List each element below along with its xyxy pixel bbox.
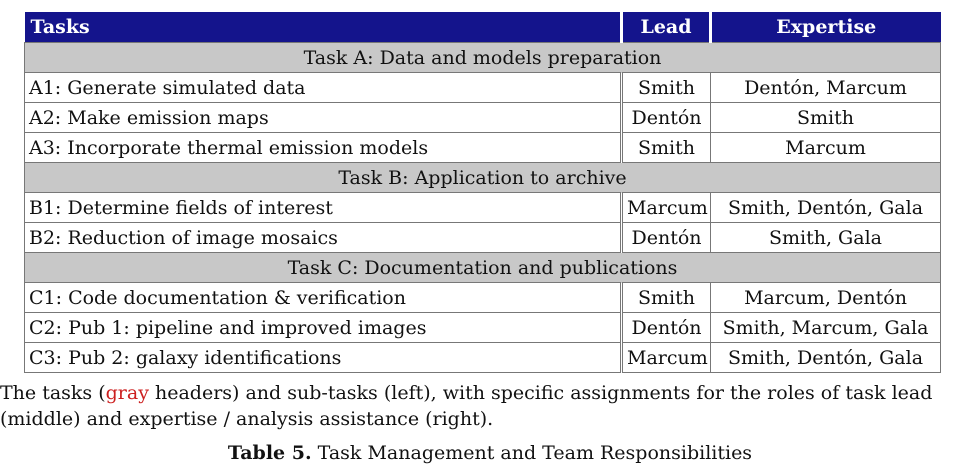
table-title-text: Task Management and Team Responsibilitie… <box>311 442 753 464</box>
section-row: Task A: Data and models preparation <box>24 42 941 73</box>
lead-cell: Smith <box>620 132 711 163</box>
table-row: B1: Determine fields of interest Marcum … <box>24 192 941 223</box>
header-lead: Lead <box>620 12 711 43</box>
header-expertise: Expertise <box>709 12 941 43</box>
expertise-cell: Smith, Dentón, Gala <box>710 192 941 223</box>
task-cell: C2: Pub 1: pipeline and improved images <box>24 312 622 343</box>
section-row: Task C: Documentation and publications <box>24 252 941 283</box>
header-tasks: Tasks <box>24 12 622 43</box>
table-body: Task A: Data and models preparation A1: … <box>24 42 941 373</box>
task-table: Tasks Lead Expertise Task A: Data and mo… <box>24 12 941 373</box>
section-title: Task B: Application to archive <box>24 162 941 193</box>
expertise-cell: Smith, Marcum, Gala <box>710 312 941 343</box>
table-row: C1: Code documentation & verification Sm… <box>24 282 941 313</box>
caption-highlight: gray <box>105 382 149 404</box>
section-row: Task B: Application to archive <box>24 162 941 193</box>
lead-cell: Dentón <box>620 102 711 133</box>
task-cell: A3: Incorporate thermal emission models <box>24 132 622 163</box>
table-row: A2: Make emission maps Dentón Smith <box>24 102 941 133</box>
section-title: Task C: Documentation and publications <box>24 252 941 283</box>
table-row: C2: Pub 1: pipeline and improved images … <box>24 312 941 343</box>
table-caption: The tasks (gray headers) and sub-tasks (… <box>0 380 980 432</box>
expertise-cell: Marcum <box>710 132 941 163</box>
task-cell: C1: Code documentation & verification <box>24 282 622 313</box>
task-cell: C3: Pub 2: galaxy identifications <box>24 342 622 373</box>
caption-text-end: headers) and sub-tasks (left), with spec… <box>0 382 933 430</box>
table-header-row: Tasks Lead Expertise <box>24 12 941 43</box>
section-title: Task A: Data and models preparation <box>24 42 941 73</box>
expertise-cell: Smith, Gala <box>710 222 941 253</box>
expertise-cell: Dentón, Marcum <box>710 72 941 103</box>
lead-cell: Marcum <box>620 192 711 223</box>
lead-cell: Dentón <box>620 222 711 253</box>
expertise-cell: Marcum, Dentón <box>710 282 941 313</box>
lead-cell: Smith <box>620 72 711 103</box>
expertise-cell: Smith <box>710 102 941 133</box>
task-cell: B2: Reduction of image mosaics <box>24 222 622 253</box>
task-cell: A1: Generate simulated data <box>24 72 622 103</box>
expertise-cell: Smith, Dentón, Gala <box>710 342 941 373</box>
task-cell: B1: Determine fields of interest <box>24 192 622 223</box>
task-cell: A2: Make emission maps <box>24 102 622 133</box>
table-row: A3: Incorporate thermal emission models … <box>24 132 941 163</box>
caption-text-start: The tasks ( <box>0 382 106 404</box>
table-title: Table 5. Task Management and Team Respon… <box>0 442 980 464</box>
lead-cell: Marcum <box>620 342 711 373</box>
table-row: C3: Pub 2: galaxy identifications Marcum… <box>24 342 941 373</box>
lead-cell: Smith <box>620 282 711 313</box>
table-row: A1: Generate simulated data Smith Dentón… <box>24 72 941 103</box>
lead-cell: Dentón <box>620 312 711 343</box>
table-number: Table 5. <box>227 442 312 464</box>
table-row: B2: Reduction of image mosaics Dentón Sm… <box>24 222 941 253</box>
